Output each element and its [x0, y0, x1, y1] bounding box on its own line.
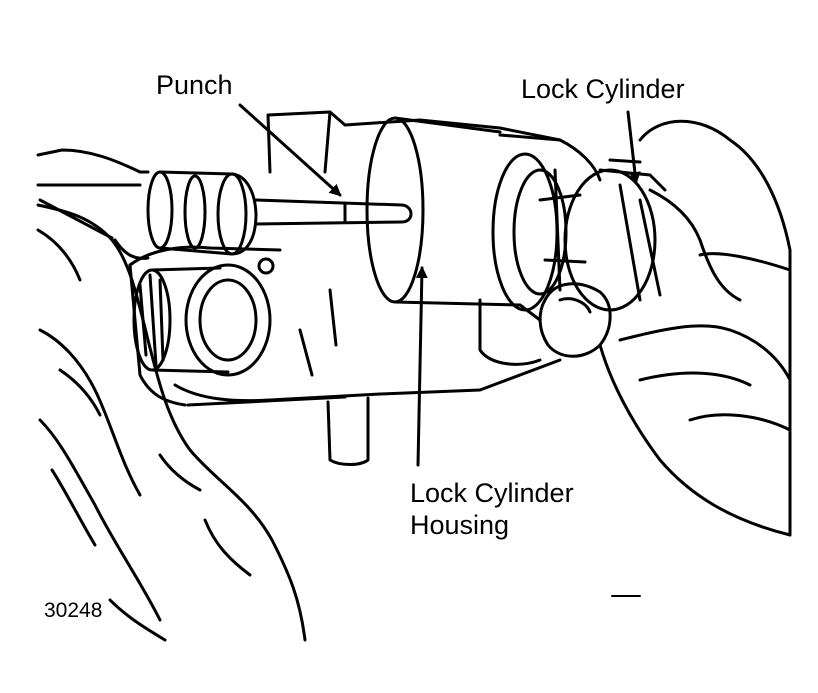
right-hand — [538, 119, 792, 537]
steering-shaft — [36, 148, 258, 260]
housing-leader-arrow — [415, 266, 428, 467]
punch-tool — [254, 198, 413, 226]
lock-cylinder-part — [491, 133, 667, 312]
housing-label-line-2: Housing — [410, 510, 510, 540]
housing-label-line-1: Lock Cylinder — [410, 478, 574, 508]
lock-cylinder-leader-arrow — [626, 110, 641, 184]
punch-leader-arrow — [238, 103, 342, 197]
lock-cylinder-housing-label: Lock Cylinder Housing — [410, 477, 574, 541]
figure-number: 30248 — [44, 599, 103, 622]
column-housing-body — [128, 110, 562, 466]
lock-cylinder-label: Lock Cylinder — [521, 74, 685, 104]
punch-label: Punch — [156, 70, 233, 100]
lower-splined-shaft — [132, 263, 272, 377]
